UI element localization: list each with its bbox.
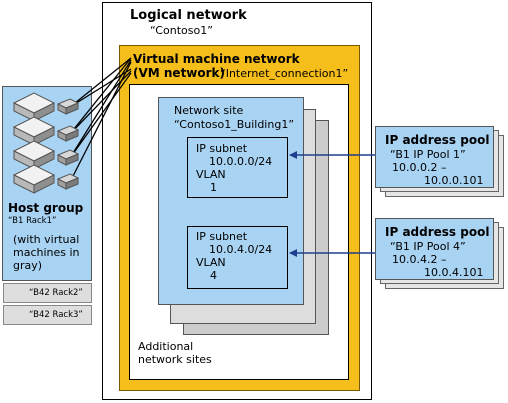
virtual-machine-icon bbox=[56, 173, 80, 190]
virtual-machine-icon bbox=[56, 149, 80, 166]
ip-subnet-2-vlan-label: VLAN bbox=[196, 256, 226, 269]
host-group-title: Host group bbox=[8, 201, 84, 215]
ip-subnet-2-box bbox=[187, 226, 288, 289]
ip-subnet-1-address: 10.0.0.0/24 bbox=[209, 155, 273, 168]
ip-pool-1-range-start: 10.0.0.2 – bbox=[392, 161, 447, 174]
vm-network-name: “Internet_connection1” bbox=[220, 67, 349, 80]
ip-subnet-1-label: IP subnet bbox=[196, 142, 248, 155]
rack-3-label: “B42 Rack3” bbox=[29, 310, 83, 320]
network-site-name: “Contoso1_Building1” bbox=[174, 118, 295, 131]
ip-pool-1-range-end: 10.0.0.101 bbox=[424, 174, 484, 187]
vm-network-title: Virtual machine network bbox=[133, 52, 300, 66]
ip-subnet-2-address: 10.0.4.0/24 bbox=[209, 243, 273, 256]
ip-pool-1-box bbox=[375, 126, 494, 188]
logical-network-title: Logical network bbox=[130, 8, 247, 23]
ip-subnet-2-label: IP subnet bbox=[196, 230, 248, 243]
rack-2-box bbox=[3, 283, 92, 303]
host-group-note-line2: machines in bbox=[13, 246, 80, 259]
host-group-note-line1: (with virtual bbox=[13, 233, 80, 246]
ip-subnet-1-vlan: 1 bbox=[210, 181, 217, 194]
ip-pool-2-box bbox=[375, 218, 494, 280]
network-site-title: Network site bbox=[174, 104, 244, 117]
ip-subnet-1-box bbox=[187, 137, 288, 198]
vm-connection-lines bbox=[69, 57, 132, 183]
host-group-note-line3: gray) bbox=[13, 259, 43, 272]
virtual-machine-icon bbox=[56, 125, 80, 142]
ip-subnet-1-vlan-label: VLAN bbox=[196, 168, 226, 181]
ip-pool-1-name: “B1 IP Pool 1” bbox=[390, 148, 466, 161]
ip-subnet-2-vlan: 4 bbox=[210, 269, 217, 282]
additional-sites-line2: network sites bbox=[138, 353, 212, 366]
virtual-machine-icon bbox=[56, 98, 80, 115]
rack-2-label: “B42 Rack2” bbox=[29, 288, 83, 298]
ip-pool-2-range-start: 10.0.4.2 – bbox=[392, 253, 447, 266]
ip-pool-1-title: IP address pool bbox=[385, 133, 490, 147]
host-group-name: “B1 Rack1” bbox=[8, 216, 57, 226]
server-icon bbox=[12, 92, 56, 122]
vm-network-subtitle: (VM network) bbox=[133, 66, 226, 80]
rack-3-box bbox=[3, 305, 92, 325]
ip-pool-2-range-end: 10.0.4.101 bbox=[424, 266, 484, 279]
additional-sites-line1: Additional bbox=[138, 340, 194, 353]
ip-pool-2-name: “B1 IP Pool 4” bbox=[390, 240, 466, 253]
ip-pool-2-title: IP address pool bbox=[385, 225, 490, 239]
server-icon bbox=[12, 164, 56, 194]
logical-network-name: “Contoso1” bbox=[150, 24, 213, 37]
